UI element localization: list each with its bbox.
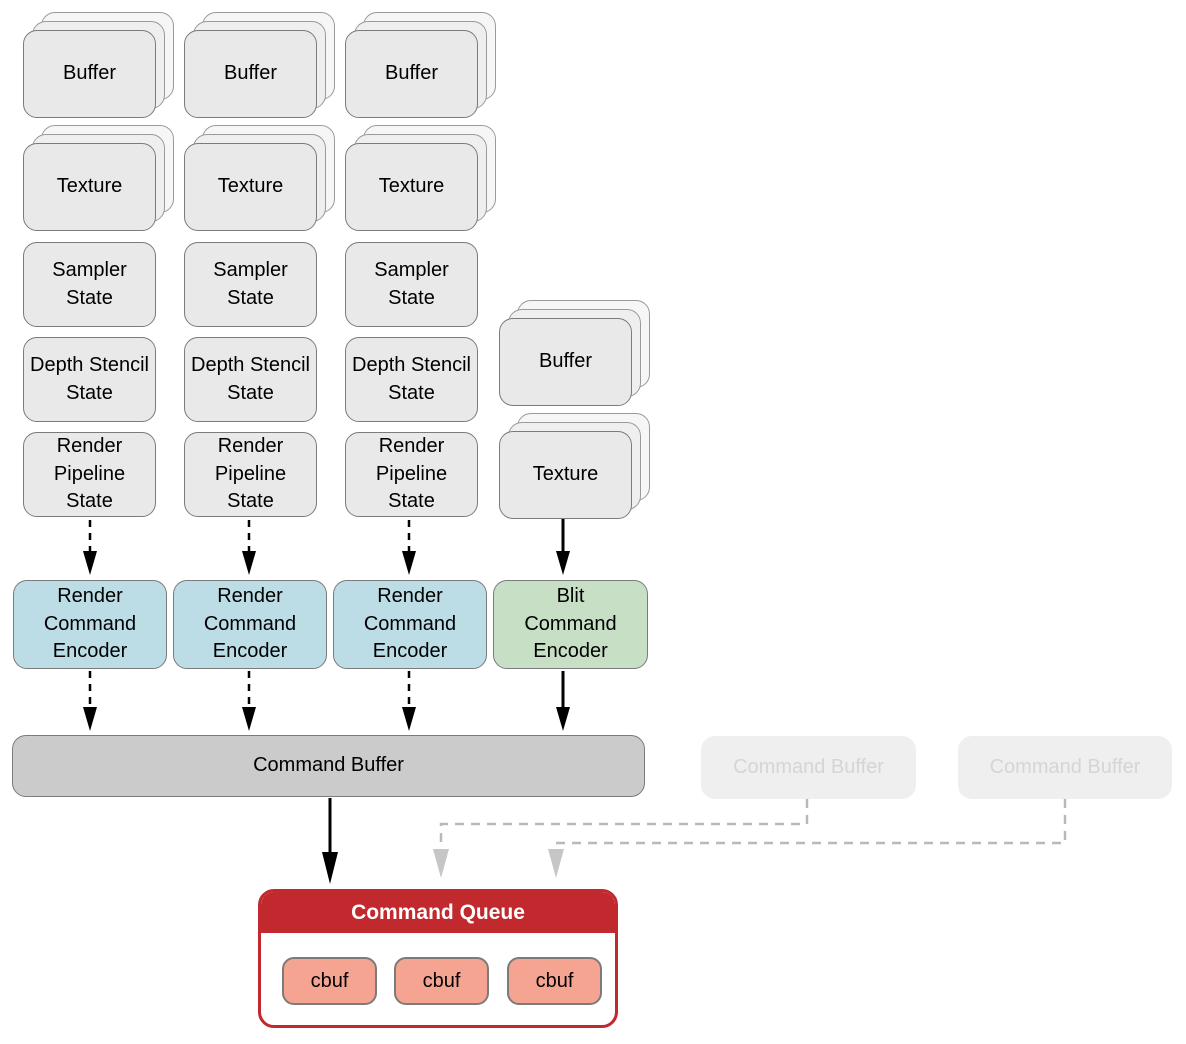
command-queue-title: Command Queue [261, 892, 615, 933]
cbuf-node-2: cbuf [394, 957, 489, 1005]
depth-stencil-state-node: Depth Stencil State [184, 337, 317, 422]
buffer-node: Buffer [499, 318, 632, 406]
arrowhead-icon [402, 551, 416, 575]
texture-node: Texture [345, 143, 478, 231]
sampler-state-node: Sampler State [184, 242, 317, 327]
texture-stack-2: Texture [184, 125, 335, 231]
render-command-encoder-2: Render Command Encoder [173, 580, 327, 669]
buffer-node: Buffer [345, 30, 478, 118]
arrowhead-icon [83, 707, 97, 731]
render-pipeline-state-node: Render Pipeline State [345, 432, 478, 517]
arrowhead-icon [242, 551, 256, 575]
arrowhead-icon [556, 551, 570, 575]
texture-stack-3: Texture [345, 125, 496, 231]
buffer-stack-1: Buffer [23, 12, 174, 118]
buffer-stack-2: Buffer [184, 12, 335, 118]
command-buffer-node: Command Buffer [12, 735, 645, 797]
sampler-state-node: Sampler State [23, 242, 156, 327]
sampler-state-node: Sampler State [345, 242, 478, 327]
blit-buffer-stack: Buffer [499, 300, 650, 406]
render-command-encoder-3: Render Command Encoder [333, 580, 487, 669]
faded-command-buffer-2: Command Buffer [958, 736, 1172, 799]
blit-texture-stack: Texture [499, 413, 650, 519]
gray-arrowhead-icon [548, 849, 564, 878]
buffer-stack-3: Buffer [345, 12, 496, 118]
arrowhead-icon [83, 551, 97, 575]
cbuf-node-1: cbuf [282, 957, 377, 1005]
dashed-gray-path-faded-buffer1-to-queue [439, 799, 809, 850]
texture-node: Texture [184, 143, 317, 231]
depth-stencil-state-node: Depth Stencil State [345, 337, 478, 422]
arrowhead-icon [556, 707, 570, 731]
render-pipeline-state-node: Render Pipeline State [184, 432, 317, 517]
buffer-node: Buffer [23, 30, 156, 118]
render-pipeline-state-node: Render Pipeline State [23, 432, 156, 517]
gray-arrowhead-icon [433, 849, 449, 878]
arrowhead-icon [322, 852, 338, 884]
texture-stack-1: Texture [23, 125, 174, 231]
depth-stencil-state-node: Depth Stencil State [23, 337, 156, 422]
cbuf-node-3: cbuf [507, 957, 602, 1005]
blit-command-encoder: Blit Command Encoder [493, 580, 648, 669]
buffer-node: Buffer [184, 30, 317, 118]
texture-node: Texture [499, 431, 632, 519]
dashed-gray-path-faded-buffer2-to-queue [554, 799, 1067, 850]
arrowhead-icon [242, 707, 256, 731]
arrowhead-icon [402, 707, 416, 731]
texture-node: Texture [23, 143, 156, 231]
render-command-encoder-1: Render Command Encoder [13, 580, 167, 669]
faded-command-buffer-1: Command Buffer [701, 736, 916, 799]
